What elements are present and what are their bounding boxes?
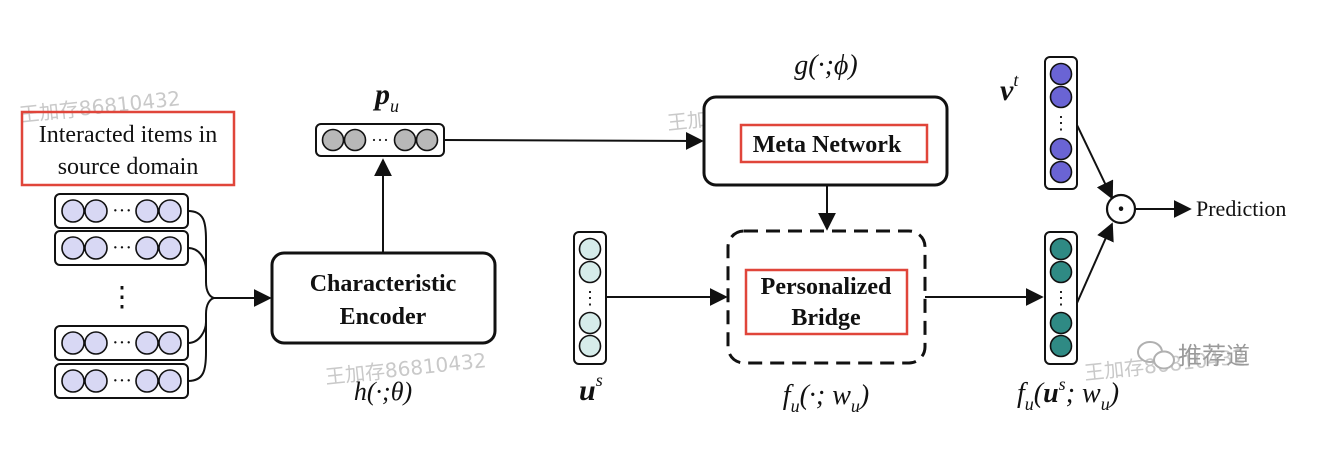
- rows-bracket: [187, 210, 215, 382]
- encoder-label-line2: Encoder: [340, 304, 427, 330]
- us-vector: ⋮: [573, 231, 607, 365]
- output-fn-u: u: [1043, 378, 1059, 409]
- output-fn-sub: u: [1025, 394, 1034, 414]
- rows-vertical-ellipsis: ⋮: [108, 282, 136, 313]
- bridge-fn-f: f: [783, 380, 794, 411]
- row-dots: ···: [112, 370, 132, 392]
- encoder-function-label: h(·;θ): [354, 377, 412, 406]
- brand-watermark: 推荐道: [1137, 341, 1250, 370]
- pu-dots: ···: [371, 130, 389, 150]
- us-superscript: s: [596, 370, 603, 390]
- source-domain-line1: Interacted items in: [39, 122, 218, 148]
- meta-function-label: g(·;ϕ): [794, 50, 857, 81]
- pu-subscript: u: [390, 96, 399, 116]
- meta-network-label: Meta Network: [753, 132, 902, 158]
- wechat-icon: [1137, 341, 1175, 370]
- vt-vdots: ⋮: [1052, 113, 1070, 133]
- output-fn-rest: ; w: [1066, 378, 1101, 409]
- row-dots: ···: [112, 237, 132, 259]
- arrow-to-meta-network: [443, 131, 704, 150]
- bridge-fn-rest: (·; w: [800, 380, 852, 411]
- row-dots: ···: [112, 332, 132, 354]
- source-domain-box: [20, 110, 236, 187]
- dot-product-symbol: ·: [1116, 194, 1125, 225]
- arrow-vt-to-dot: [1076, 124, 1114, 200]
- encoder-label-line1: Characteristic: [310, 271, 457, 297]
- item-row: ···: [54, 230, 189, 266]
- bridge-function-label: fu(·; wu): [783, 380, 869, 416]
- bridge-label-line2: Bridge: [791, 305, 861, 331]
- item-row: ···: [54, 193, 189, 229]
- pu-base: p: [372, 78, 390, 111]
- bridge-label-line1: Personalized: [761, 274, 892, 300]
- item-row: ···: [54, 325, 189, 361]
- output-fn-sup: s: [1059, 374, 1066, 394]
- prediction-label: Prediction: [1196, 196, 1286, 221]
- bridge-fn-sub: u: [791, 396, 800, 416]
- us-base: u: [579, 374, 596, 407]
- output-fn-sub2: u: [1101, 394, 1110, 414]
- output-fn-f: f: [1017, 378, 1028, 409]
- source-domain-line2: source domain: [58, 154, 199, 180]
- vt-label: vt: [1000, 70, 1019, 107]
- output-fn-close: ): [1108, 378, 1119, 409]
- pu-label: pu: [372, 78, 399, 116]
- row-dots: ···: [112, 200, 132, 222]
- vt-base: v: [1000, 74, 1014, 107]
- watermark-text-1: 王加存86810432: [18, 86, 181, 127]
- item-rows: ··· ··· ⋮ ··· ···: [54, 193, 189, 399]
- bridge-fn-sub2: u: [851, 396, 860, 416]
- meta-network-red-frame: [739, 123, 929, 164]
- output-function-label: fu(us; wu): [1017, 374, 1119, 414]
- arrow-output-to-dot: [1076, 222, 1114, 304]
- output-vector: ⋮: [1044, 231, 1078, 365]
- output-vdots: ⋮: [1052, 288, 1070, 308]
- us-vdots: ⋮: [581, 288, 599, 308]
- pu-vector: ···: [315, 123, 445, 157]
- bridge-red-frame: [744, 268, 909, 336]
- vt-superscript: t: [1013, 70, 1019, 90]
- bridge-fn-close: ): [858, 380, 869, 411]
- item-row: ···: [54, 363, 189, 399]
- us-label: us: [579, 370, 603, 407]
- brand-watermark-text: 推荐道: [1178, 342, 1250, 370]
- vt-vector: ⋮: [1044, 56, 1078, 190]
- output-fn-open: (: [1034, 378, 1045, 409]
- personalized-bridge-box: [726, 229, 927, 365]
